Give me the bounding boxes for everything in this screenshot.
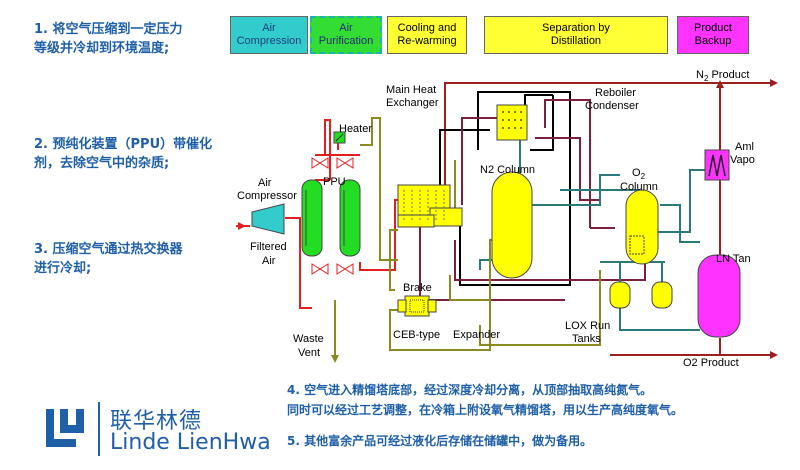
ppu-vessel-1 <box>301 179 323 257</box>
label-heater: Heater <box>339 123 372 135</box>
label-ceb-type: CEB-type <box>393 329 440 341</box>
valves <box>311 157 354 275</box>
air-compressor <box>251 203 285 235</box>
main-heat-exchanger <box>397 184 463 228</box>
note-step2: 2. 预纯化装置（PPU）带催化 剂，去除空气中的杂质; <box>34 137 213 171</box>
reboiler-condenser <box>496 104 528 141</box>
n2-column <box>491 171 533 279</box>
note-step4: 4. 空气进入精馏塔底部，经过深度冷却分离，从顶部抽取高纯氮气。 同时可以经过工… <box>287 383 684 417</box>
label-expander: Expander <box>453 329 500 341</box>
o2-column <box>625 189 659 265</box>
note-step5: 5. 其他富余产品可经过液化后存储在储罐中，做为备用。 <box>287 434 593 448</box>
ln-tank <box>697 254 741 338</box>
waste-lines <box>334 117 601 355</box>
logo-english-name: Linde LienHwa <box>110 430 271 455</box>
note-step3: 3. 压缩空气通过热交换器 进行冷却; <box>34 242 183 276</box>
logo-chinese-name: 联华林德 <box>110 409 203 434</box>
note-step1: 1. 将空气压缩到一定压力 等级并冷却到环境温度; <box>34 22 183 56</box>
liquid-lines <box>479 118 710 331</box>
stage-cooling-rewarming: Cooling and Re-warming <box>387 16 467 54</box>
o2-product-arrow <box>770 351 778 359</box>
logo-divider <box>98 402 100 456</box>
ambient-vaporizer <box>704 149 730 181</box>
label-ln-tank: LN Tan <box>716 253 751 265</box>
ppu-vessel-2 <box>339 179 361 257</box>
expander-brake <box>397 295 437 317</box>
n2-product-arrow <box>770 79 778 87</box>
label-n2-column: N2 Column <box>480 164 535 176</box>
label-o2-product: O2 Product <box>683 357 739 369</box>
label-brake: Brake <box>403 282 432 294</box>
stage-air-compression: Air Compression <box>230 16 308 54</box>
label-ppu: PPU <box>323 176 346 188</box>
product-lines <box>444 82 770 356</box>
stage-air-purification: Air Purification <box>310 16 382 54</box>
lox-run-tank-2 <box>651 281 673 309</box>
lox-run-tank-1 <box>609 281 631 309</box>
linde-logo-icon <box>44 405 90 451</box>
label-n2-product: N2 Product <box>696 69 749 83</box>
stage-separation-distillation: Separation by Distillation <box>484 16 668 54</box>
stage-product-backup: Product Backup <box>677 16 749 54</box>
